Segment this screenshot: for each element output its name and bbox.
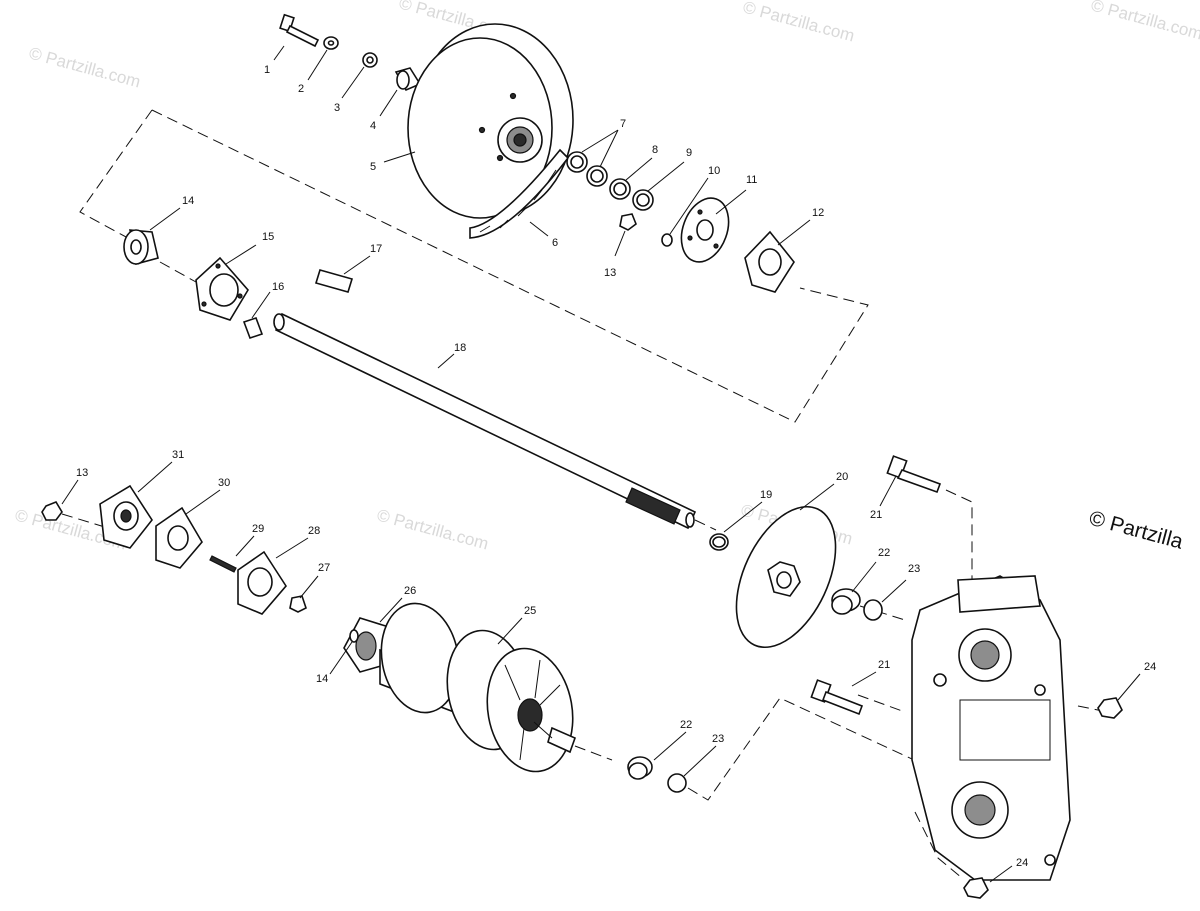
part-washer-2-hole (327, 40, 335, 46)
callout-23[interactable]: 23 (908, 563, 920, 575)
part-o-rings-7[interactable] (566, 151, 608, 187)
part-bolt-1[interactable] (279, 13, 320, 48)
part-bearing-14[interactable] (349, 629, 359, 643)
part-o-ring-23-lower[interactable] (667, 773, 687, 793)
watermark: © Partzilla.com (1089, 0, 1200, 44)
part-driven-clutch-5[interactable] (407, 23, 574, 219)
callout-21[interactable]: 21 (870, 509, 882, 521)
part-gasket-30[interactable] (155, 506, 203, 569)
callout-11[interactable]: 11 (746, 174, 757, 186)
callout-30[interactable]: 30 (218, 477, 230, 489)
part-disc-20[interactable] (716, 491, 856, 662)
part-washer-10[interactable] (661, 233, 673, 247)
part-bearing-flange-31[interactable] (99, 484, 153, 549)
callout-12[interactable]: 12 (812, 207, 824, 219)
part-o-ring-23-upper[interactable] (863, 599, 883, 621)
callout-5[interactable]: 5 (370, 161, 376, 173)
part-washer-3-hole (366, 56, 374, 64)
callout-labels: 1 2 3 4 5 6 7 8 9 10 11 12 13 14 15 16 1… (76, 64, 1156, 869)
callout-31[interactable]: 31 (172, 449, 184, 461)
callout-10[interactable]: 10 (708, 165, 720, 177)
callout-22[interactable]: 22 (878, 547, 890, 559)
callout-18[interactable]: 18 (454, 342, 466, 354)
leader-lines (61, 45, 1141, 883)
part-chaincase-housing[interactable] (911, 575, 1071, 881)
part-nut-27[interactable] (289, 595, 307, 613)
part-bolt-21-lower[interactable] (810, 679, 864, 716)
part-nut-24-upper[interactable] (1097, 697, 1123, 719)
part-key-17[interactable] (314, 269, 354, 293)
callout-8[interactable]: 8 (652, 144, 658, 156)
callout-7[interactable]: 7 (620, 118, 626, 130)
part-nut-13[interactable] (41, 501, 63, 521)
callout-3[interactable]: 3 (334, 102, 340, 114)
part-bolt-16[interactable] (242, 316, 264, 340)
callout-6[interactable]: 6 (552, 237, 558, 249)
watermark: © Partzilla.com (375, 506, 491, 554)
callout-29[interactable]: 29 (252, 523, 264, 535)
callout-19[interactable]: 19 (760, 489, 772, 501)
part-pin-29[interactable] (209, 555, 237, 573)
callout-15[interactable]: 15 (262, 231, 274, 243)
part-bearing-14[interactable] (123, 229, 159, 266)
callout-13[interactable]: 13 (604, 267, 616, 279)
callout-17[interactable]: 17 (370, 243, 382, 255)
part-jackshaft-18[interactable] (273, 312, 697, 530)
assembly-lines (61, 109, 1109, 879)
callout-24[interactable]: 24 (1144, 661, 1156, 673)
part-bearing-22-lower[interactable] (627, 756, 653, 780)
callout-24[interactable]: 24 (1016, 857, 1028, 869)
callout-23[interactable]: 23 (712, 733, 724, 745)
callout-16[interactable]: 16 (272, 281, 284, 293)
part-nut-24-lower[interactable] (963, 877, 989, 899)
part-snap-ring-19[interactable] (709, 533, 729, 551)
part-nut-13[interactable] (619, 213, 637, 231)
callout-14[interactable]: 14 (316, 673, 328, 685)
part-o-ring-9[interactable] (632, 189, 654, 211)
part-bearing-flange-12[interactable] (744, 230, 795, 293)
part-bearing-22-upper[interactable] (831, 588, 861, 615)
part-bolt-21-upper[interactable] (886, 455, 942, 494)
callout-26[interactable]: 26 (404, 585, 416, 597)
part-bearing-flange-28[interactable] (237, 550, 287, 615)
callout-9[interactable]: 9 (686, 147, 692, 159)
callout-2[interactable]: 2 (298, 83, 304, 95)
callout-4[interactable]: 4 (370, 120, 376, 132)
callout-13[interactable]: 13 (76, 467, 88, 479)
watermark: © Partzilla.com (27, 44, 143, 92)
callout-28[interactable]: 28 (308, 525, 320, 537)
part-plate-11[interactable] (673, 191, 737, 268)
callout-14[interactable]: 14 (182, 195, 194, 207)
part-o-ring-8[interactable] (609, 178, 631, 200)
callout-22[interactable]: 22 (680, 719, 692, 731)
callout-25[interactable]: 25 (524, 605, 536, 617)
part-drive-shaft-25[interactable] (373, 597, 582, 778)
watermark: © Partzilla (1087, 507, 1186, 554)
callout-20[interactable]: 20 (836, 471, 848, 483)
callout-27[interactable]: 27 (318, 562, 330, 574)
callout-1[interactable]: 1 (264, 64, 270, 76)
part-bearing-flange-15[interactable] (195, 256, 249, 321)
watermark: © Partzilla.com (741, 0, 857, 46)
callout-21[interactable]: 21 (878, 659, 890, 671)
